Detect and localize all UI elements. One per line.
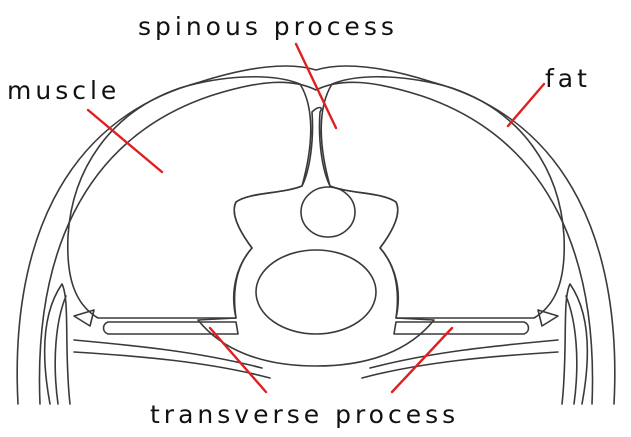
left-muscle-outline	[68, 77, 311, 318]
vertebral-body	[256, 250, 376, 334]
left-transverse-process	[104, 322, 239, 334]
spinous-process-label: spinous process	[138, 14, 398, 39]
transverse-process-label: transverse process	[150, 402, 459, 427]
left-fascia-lines	[74, 340, 270, 378]
fat-leader	[508, 84, 544, 126]
transverse-process-leader-left	[210, 328, 266, 392]
muscle-label: muscle	[7, 78, 120, 103]
right-muscle-outline	[321, 77, 564, 318]
left-lateral-structure	[45, 284, 70, 404]
vertebra-outline	[198, 108, 434, 367]
right-lateral-structure	[562, 284, 587, 404]
right-transverse-process	[394, 322, 529, 334]
fat-label: fat	[545, 66, 591, 91]
spinal-canal	[301, 187, 355, 237]
right-fascia-lines	[362, 340, 558, 378]
